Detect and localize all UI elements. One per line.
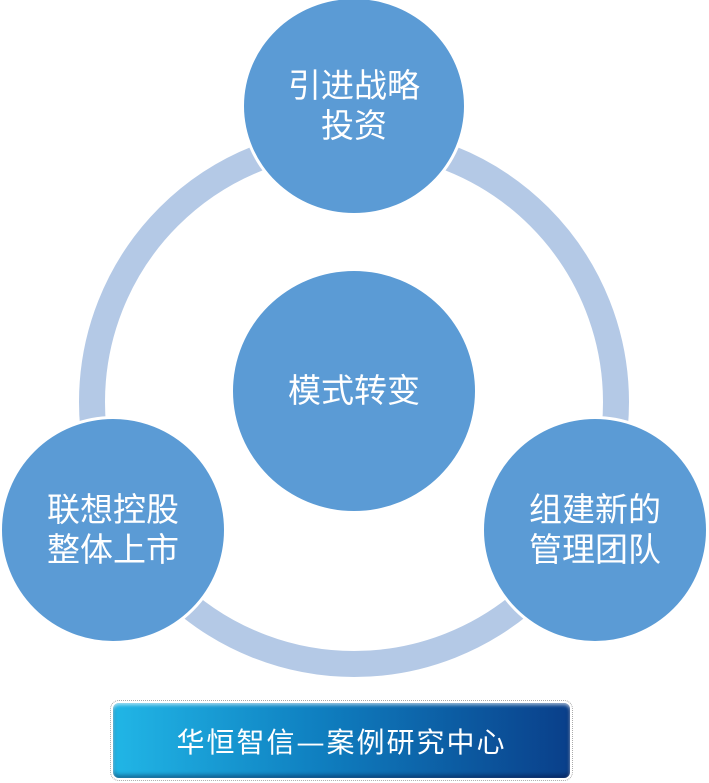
- node-management-team: 组建新的管理团队: [481, 416, 709, 644]
- center-node: 模式转变: [230, 268, 478, 514]
- node-strategic-investment: 引进战略投资: [241, 0, 467, 216]
- node-label-line: 组建新的: [529, 490, 661, 529]
- center-label: 模式转变: [288, 371, 420, 410]
- research-center-banner: 华恒智信—案例研究中心: [110, 700, 573, 781]
- node-label-line: 管理团队: [529, 530, 661, 569]
- node-label-line: 联想控股: [47, 490, 179, 529]
- node-label-line: 引进战略: [288, 66, 420, 105]
- banner-text: 华恒智信—案例研究中心: [176, 725, 507, 759]
- node-listing: 联想控股整体上市: [0, 416, 227, 644]
- node-label-line: 投资: [321, 106, 387, 145]
- node-label-line: 整体上市: [47, 530, 179, 569]
